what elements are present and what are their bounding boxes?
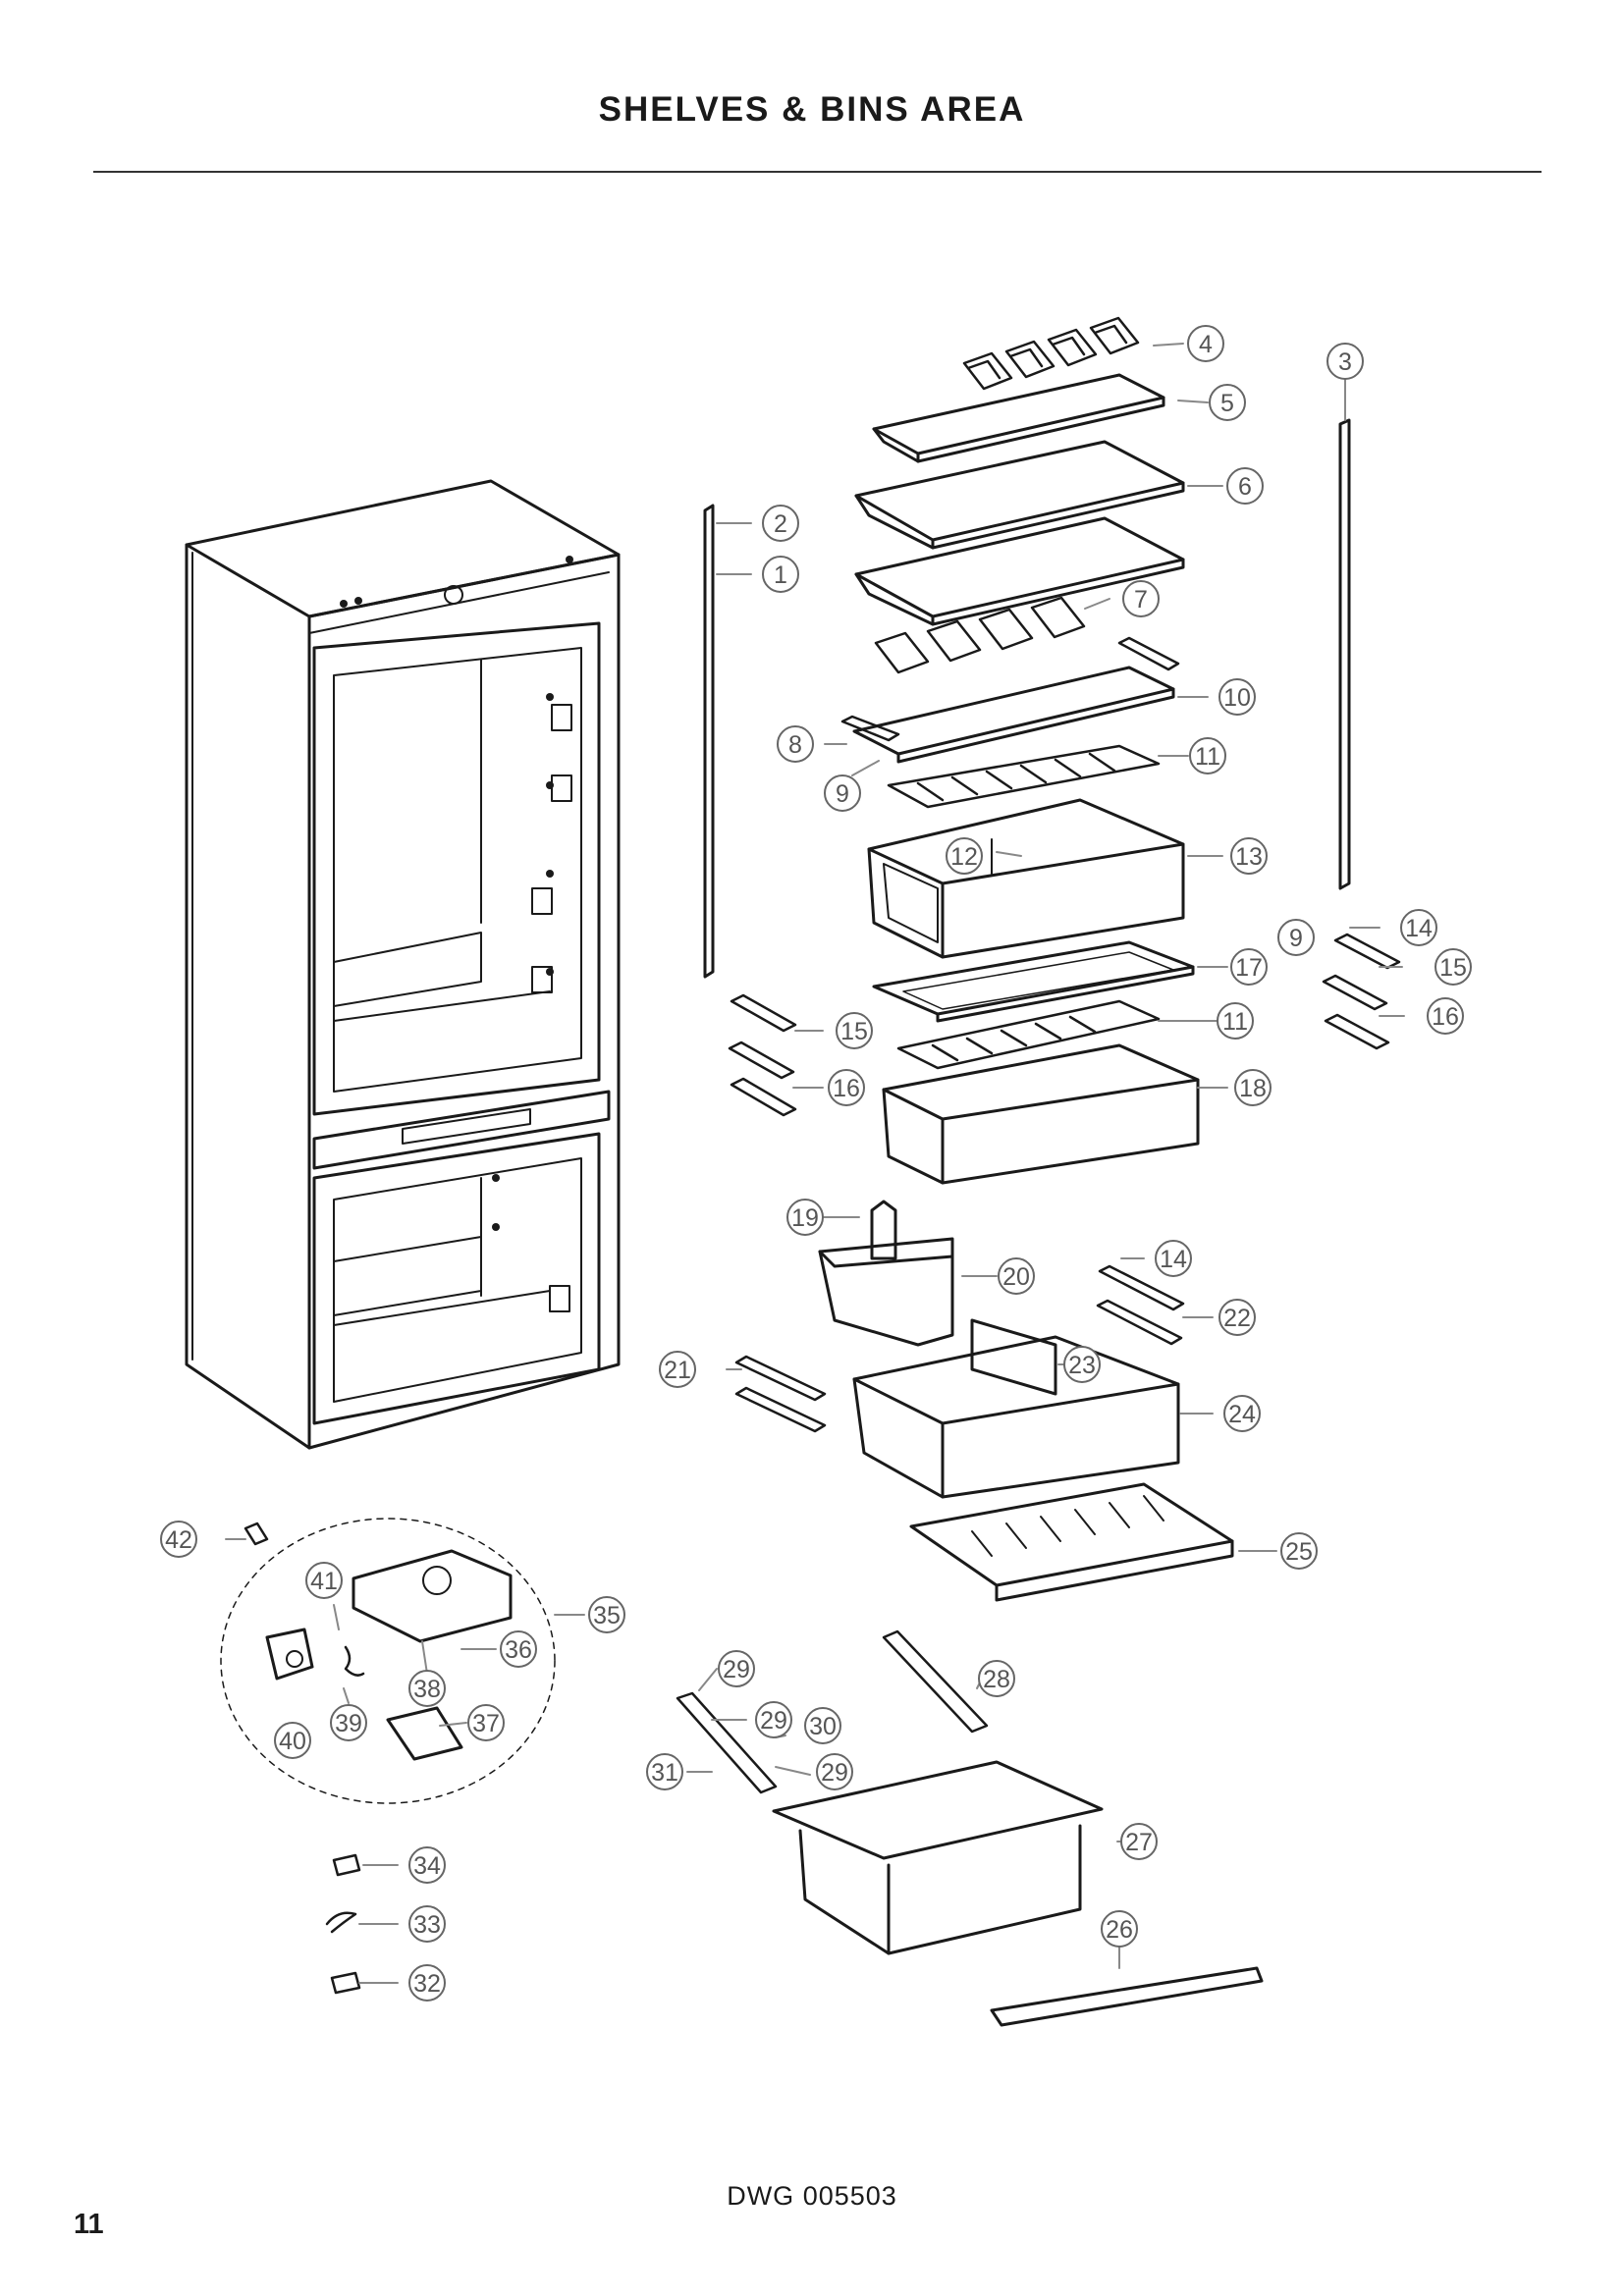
callout-37: 37	[472, 1710, 500, 1737]
refrigerator-cabinet	[185, 479, 621, 1450]
callout-5: 5	[1220, 390, 1234, 417]
callout-2: 2	[774, 510, 787, 538]
glass-shelves	[854, 373, 1185, 626]
drawer-slide-rail-left	[676, 1691, 778, 1794]
callout-11: 11	[1195, 743, 1220, 771]
crisper-grille-upper	[887, 744, 1161, 809]
callout-bubbles	[160, 325, 1472, 2002]
callout-11b: 11	[1222, 1008, 1248, 1036]
callout-16b: 16	[833, 1075, 860, 1102]
crisper-cover-glass	[872, 940, 1195, 1023]
door-bins-middle	[874, 596, 1086, 674]
crisper-grille-lower	[896, 999, 1161, 1070]
callout-1: 1	[774, 561, 787, 589]
callout-14b: 14	[1160, 1246, 1187, 1273]
callout-26: 26	[1106, 1916, 1133, 1944]
drawing-number: DWG 005503	[727, 2181, 897, 2211]
callout-labels: 4 3 5 6 2 1 7 10 8 11 9 12 13 9 14 15 16…	[165, 331, 1467, 1998]
ice-maker-clip	[244, 1522, 269, 1546]
callout-38: 38	[413, 1676, 441, 1703]
callout-27: 27	[1125, 1829, 1153, 1856]
crisper-bin-upper	[867, 798, 1185, 959]
callout-9: 9	[836, 780, 849, 808]
callout-3: 3	[1338, 348, 1352, 376]
bottle-holder	[870, 1200, 897, 1260]
freezer-tray	[909, 1482, 1234, 1602]
freezer-divider	[970, 1318, 1057, 1396]
drawer-slide-rail-right	[882, 1629, 989, 1734]
slide-rails-right	[1322, 933, 1401, 1050]
callout-23: 23	[1068, 1352, 1096, 1379]
ice-maker-assembly	[220, 1518, 556, 1804]
callout-33: 33	[413, 1911, 441, 1939]
slide-rails-left	[728, 993, 797, 1117]
title-rule	[93, 171, 1542, 173]
callout-39: 39	[335, 1710, 362, 1737]
callout-9b: 9	[1289, 925, 1303, 952]
freezer-drawer-upper	[852, 1335, 1180, 1499]
callout-15b: 15	[840, 1018, 868, 1045]
callout-8: 8	[788, 731, 802, 759]
callout-24: 24	[1228, 1401, 1256, 1428]
callout-25: 25	[1285, 1538, 1313, 1566]
page-title: SHELVES & BINS AREA	[598, 90, 1026, 129]
callout-16: 16	[1432, 1003, 1459, 1031]
callout-20: 20	[1002, 1263, 1030, 1291]
page-number: 11	[74, 2209, 104, 2240]
callout-32: 32	[413, 1970, 441, 1998]
freezer-small-bin	[818, 1237, 954, 1347]
crisper-cover-shelf	[852, 666, 1175, 764]
callout-6: 6	[1238, 473, 1252, 501]
callout-4: 4	[1199, 331, 1213, 358]
callout-36: 36	[505, 1636, 532, 1664]
callout-18: 18	[1239, 1075, 1267, 1102]
callout-21: 21	[664, 1357, 691, 1384]
door-bins-top	[962, 316, 1140, 391]
callout-42: 42	[165, 1526, 192, 1554]
callout-29: 29	[723, 1656, 750, 1683]
shelf-bracket-left	[840, 715, 900, 742]
freezer-drawer-lower	[772, 1760, 1104, 1955]
callout-35: 35	[593, 1602, 621, 1629]
drawer-front-trim	[990, 1966, 1264, 2027]
callout-30: 30	[809, 1713, 837, 1740]
callout-7: 7	[1134, 586, 1148, 614]
small-parts	[325, 1853, 361, 1995]
callout-17: 17	[1235, 954, 1263, 982]
callout-19: 19	[791, 1204, 819, 1232]
callout-13: 13	[1235, 843, 1263, 871]
callout-22: 22	[1223, 1305, 1251, 1332]
callout-14: 14	[1405, 915, 1433, 942]
callout-31: 31	[651, 1759, 678, 1787]
shelf-bracket-right	[1117, 636, 1180, 671]
callout-28: 28	[983, 1666, 1010, 1693]
freezer-rails-left	[734, 1355, 827, 1433]
callout-40: 40	[279, 1728, 306, 1755]
callout-29b: 29	[760, 1707, 787, 1735]
callout-41: 41	[310, 1568, 338, 1595]
freezer-rails-right	[1096, 1264, 1185, 1346]
callout-15: 15	[1439, 954, 1467, 982]
right-door-trim	[1338, 418, 1351, 890]
callout-34: 34	[413, 1852, 441, 1880]
callout-29c: 29	[821, 1759, 848, 1787]
left-door-trim	[703, 504, 715, 979]
callout-10: 10	[1223, 684, 1251, 712]
callout-12: 12	[950, 843, 978, 871]
crisper-bin-lower	[882, 1043, 1200, 1185]
